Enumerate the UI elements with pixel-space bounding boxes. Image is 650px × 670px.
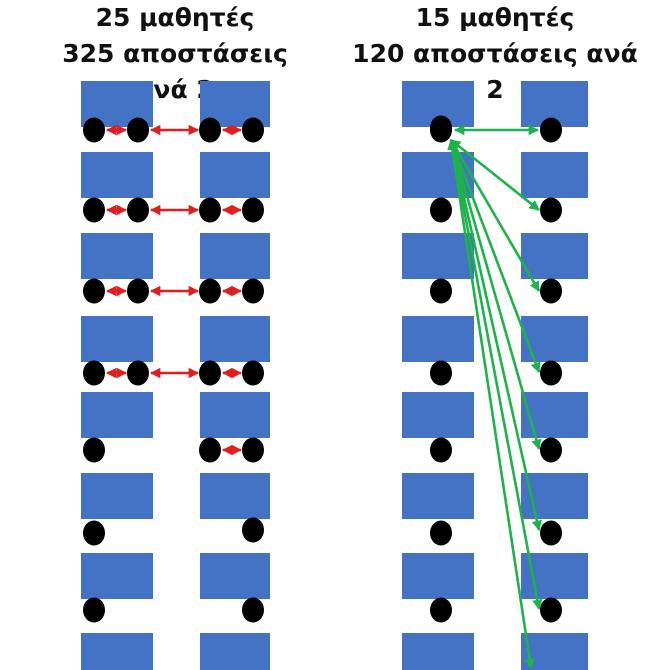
student — [83, 197, 105, 223]
student — [199, 278, 221, 304]
desk — [200, 553, 270, 599]
student — [127, 278, 149, 304]
student — [540, 197, 562, 223]
desk — [521, 233, 588, 279]
desk — [200, 392, 270, 438]
desk — [402, 392, 474, 438]
desk — [81, 316, 153, 362]
student — [127, 197, 149, 223]
student — [199, 360, 221, 386]
student — [83, 597, 105, 623]
student — [540, 360, 562, 386]
desk — [81, 473, 153, 519]
desk — [402, 233, 474, 279]
desk — [81, 233, 153, 279]
right-panel-title: 15 μαθητές 120 αποστάσεις ανά 2 — [345, 0, 645, 108]
distance-arrow — [447, 138, 535, 670]
student — [430, 278, 452, 304]
student — [540, 437, 562, 463]
student — [540, 117, 562, 143]
student-layer — [83, 115, 562, 623]
desk — [81, 553, 153, 599]
desk-layer — [81, 81, 588, 670]
desk — [402, 316, 474, 362]
student — [83, 520, 105, 546]
student — [430, 520, 452, 546]
student — [430, 115, 452, 141]
student — [242, 197, 264, 223]
student — [127, 360, 149, 386]
left-student-count: 25 μαθητές — [95, 3, 255, 32]
right-student-count: 15 μαθητές — [415, 3, 575, 32]
desk — [521, 152, 588, 198]
student — [540, 278, 562, 304]
desk — [81, 633, 153, 670]
right-distance-count: 120 αποστάσεις ανά 2 — [352, 39, 638, 104]
desk — [200, 152, 270, 198]
student — [540, 520, 562, 546]
student — [430, 597, 452, 623]
left-pair-arrows — [105, 124, 243, 456]
student — [430, 437, 452, 463]
student — [430, 360, 452, 386]
student — [199, 117, 221, 143]
student — [242, 437, 264, 463]
desk — [402, 633, 474, 670]
desk — [521, 392, 588, 438]
student — [83, 278, 105, 304]
desk — [81, 392, 153, 438]
student — [83, 437, 105, 463]
distance-arrow — [447, 138, 543, 611]
desk — [521, 316, 588, 362]
student — [242, 597, 264, 623]
student — [242, 278, 264, 304]
student — [242, 517, 264, 543]
student — [199, 437, 221, 463]
student — [83, 117, 105, 143]
desk — [200, 633, 270, 670]
student — [127, 117, 149, 143]
student — [540, 597, 562, 623]
desk — [81, 152, 153, 198]
left-panel-title: 25 μαθητές 325 αποστάσεις ανά 2 — [40, 0, 310, 108]
student — [83, 360, 105, 386]
desk — [402, 553, 474, 599]
student — [242, 117, 264, 143]
desk — [200, 473, 270, 519]
student — [199, 197, 221, 223]
desk — [200, 233, 270, 279]
student — [242, 360, 264, 386]
desk — [402, 473, 474, 519]
student — [430, 197, 452, 223]
right-pair-arrows — [447, 124, 543, 670]
desk — [200, 316, 270, 362]
